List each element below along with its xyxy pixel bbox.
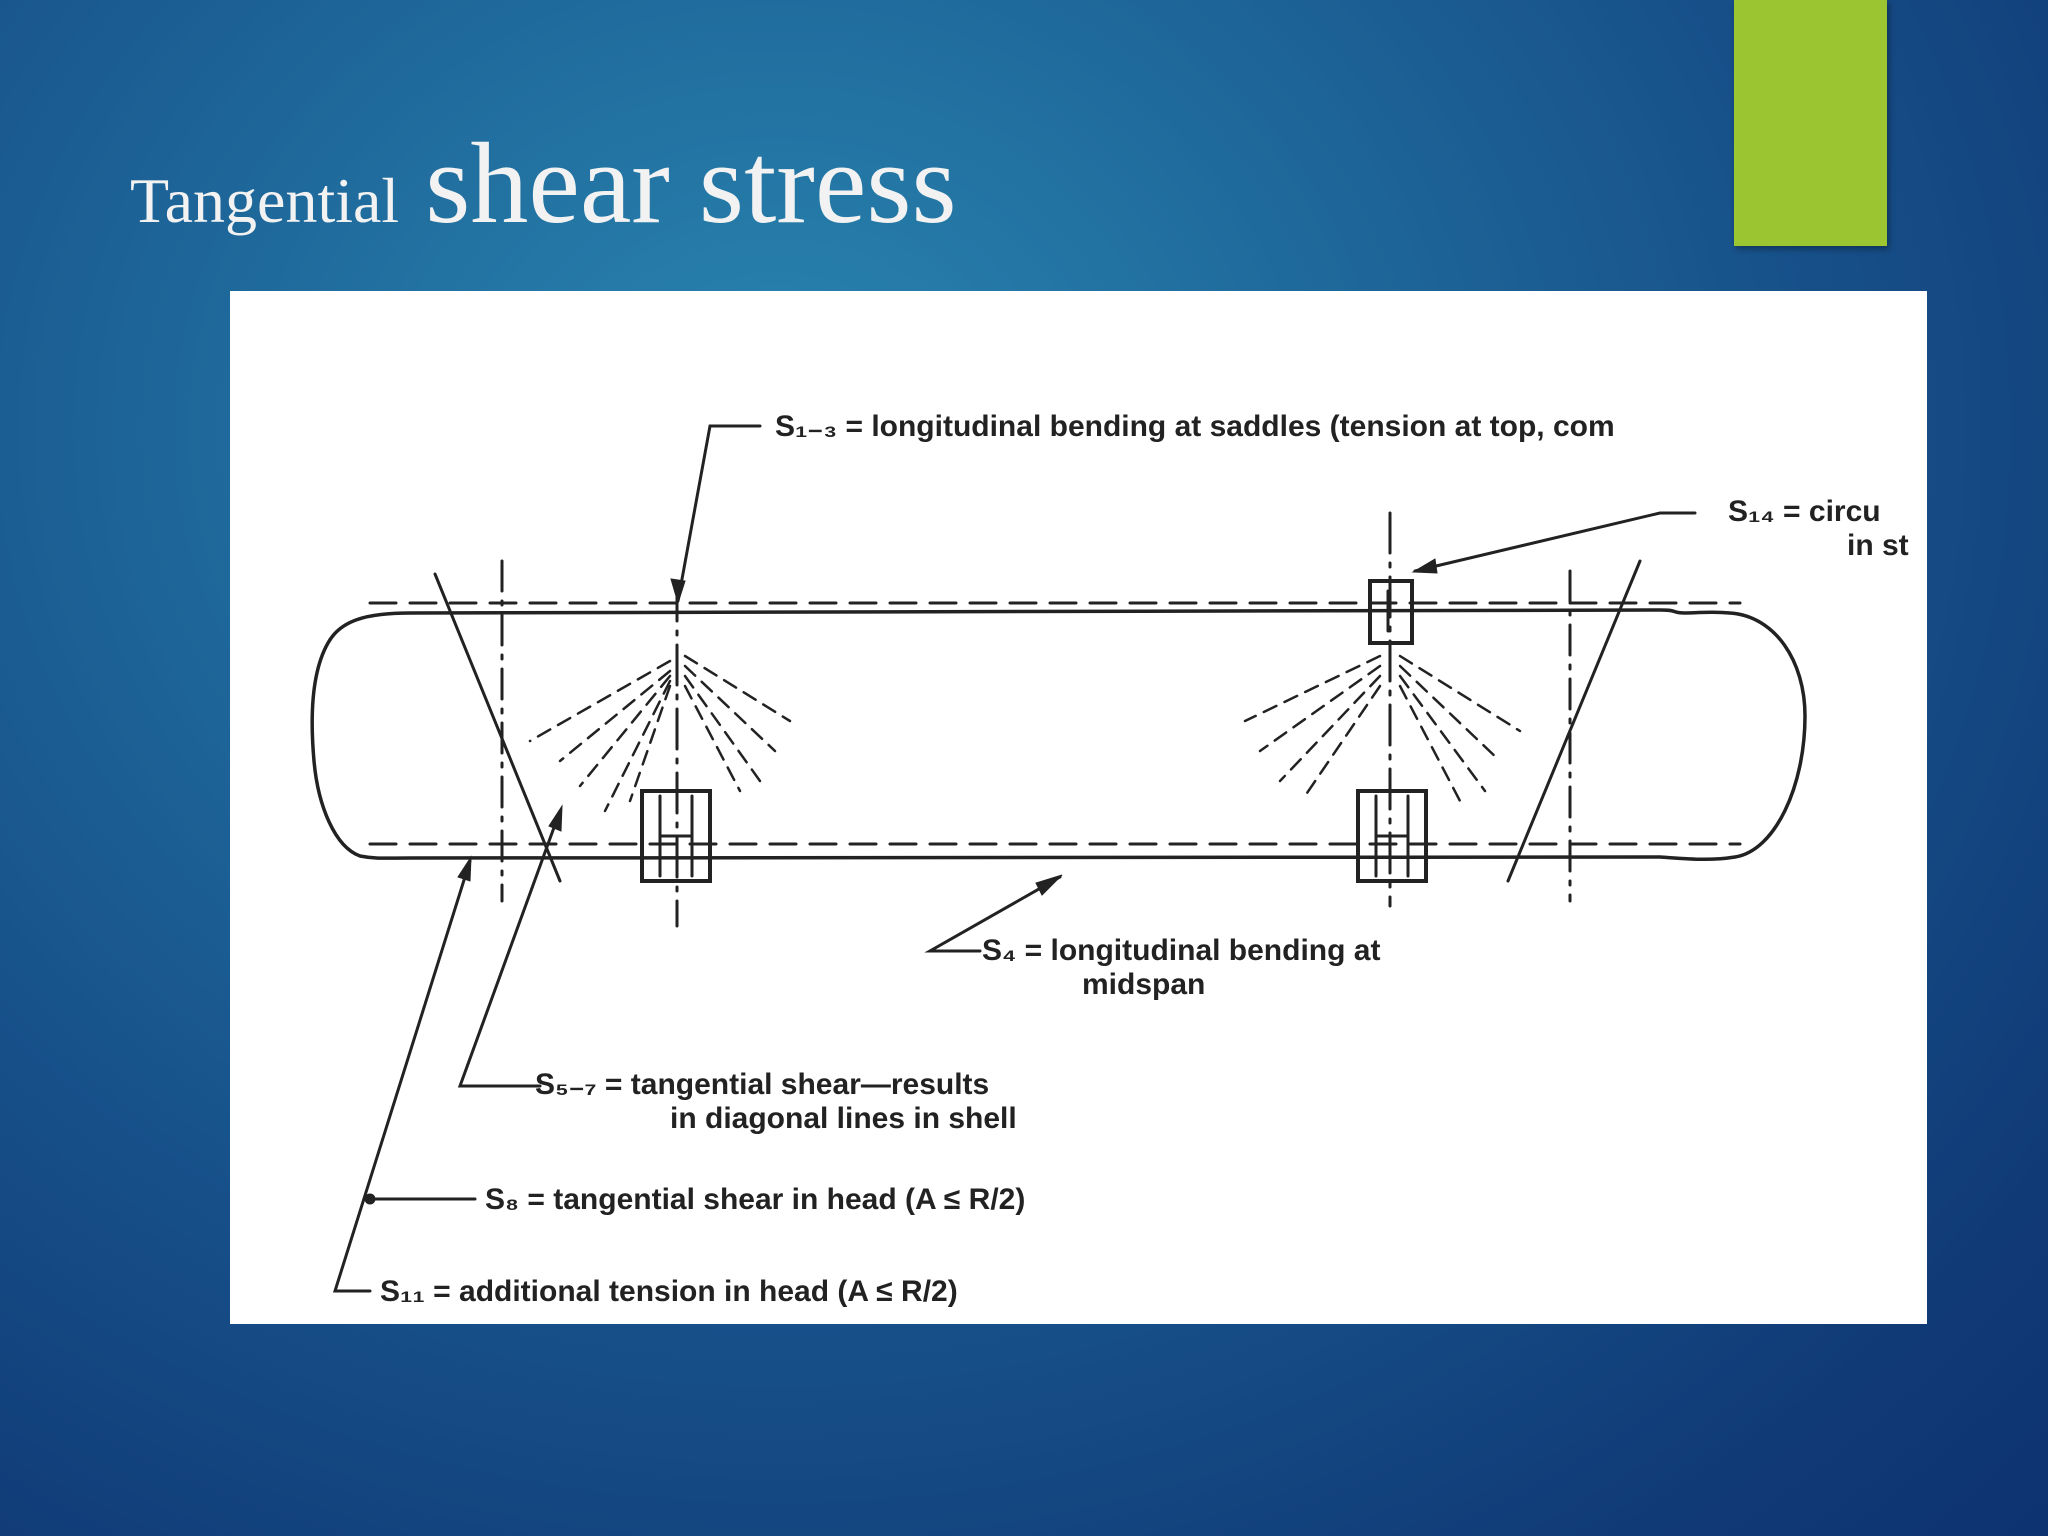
- leader-s13: [676, 424, 762, 603]
- label-s11: S₁₁ = additional tension in head (A ≤ R/…: [380, 1275, 958, 1308]
- label-s57-line2: in diagonal lines in shell: [670, 1102, 1017, 1135]
- vessel-outline: [310, 608, 1807, 862]
- leader-s11: [332, 859, 472, 1293]
- slide-title: Tangential shear stress: [130, 118, 957, 251]
- label-s14-line2: in st: [1847, 529, 1909, 562]
- right-stress-fan: [1243, 654, 1522, 803]
- diagram-svg: S₁₋₃ = longitudinal bending at saddles (…: [310, 410, 1909, 1308]
- title-main: shear stress: [425, 120, 957, 248]
- leader-s4: [924, 875, 1062, 953]
- label-s14-line1: S₁₄ = circu: [1728, 495, 1881, 528]
- label-s57-line1: S₅₋₇ = tangential shear—results: [535, 1068, 989, 1101]
- leader-s14: [1413, 511, 1697, 573]
- accent-bar: [1734, 0, 1887, 246]
- label-s8: S₈ = tangential shear in head (A ≤ R/2): [485, 1183, 1025, 1216]
- left-diagonal-line: [433, 572, 562, 883]
- leader-s57: [457, 809, 562, 1088]
- right-saddle: [1356, 789, 1428, 883]
- label-s4-line2: midspan: [1082, 968, 1205, 1001]
- left-saddle: [640, 789, 712, 883]
- left-stress-fan: [528, 654, 792, 813]
- right-diagonal-line: [1506, 559, 1642, 883]
- title-prefix: Tangential: [130, 165, 400, 236]
- stiffener-box: [1368, 579, 1414, 645]
- vessel-stress-diagram: S₁₋₃ = longitudinal bending at saddles (…: [230, 291, 1927, 1324]
- label-s13: S₁₋₃ = longitudinal bending at saddles (…: [775, 410, 1615, 443]
- label-s4-line1: S₄ = longitudinal bending at: [982, 934, 1380, 967]
